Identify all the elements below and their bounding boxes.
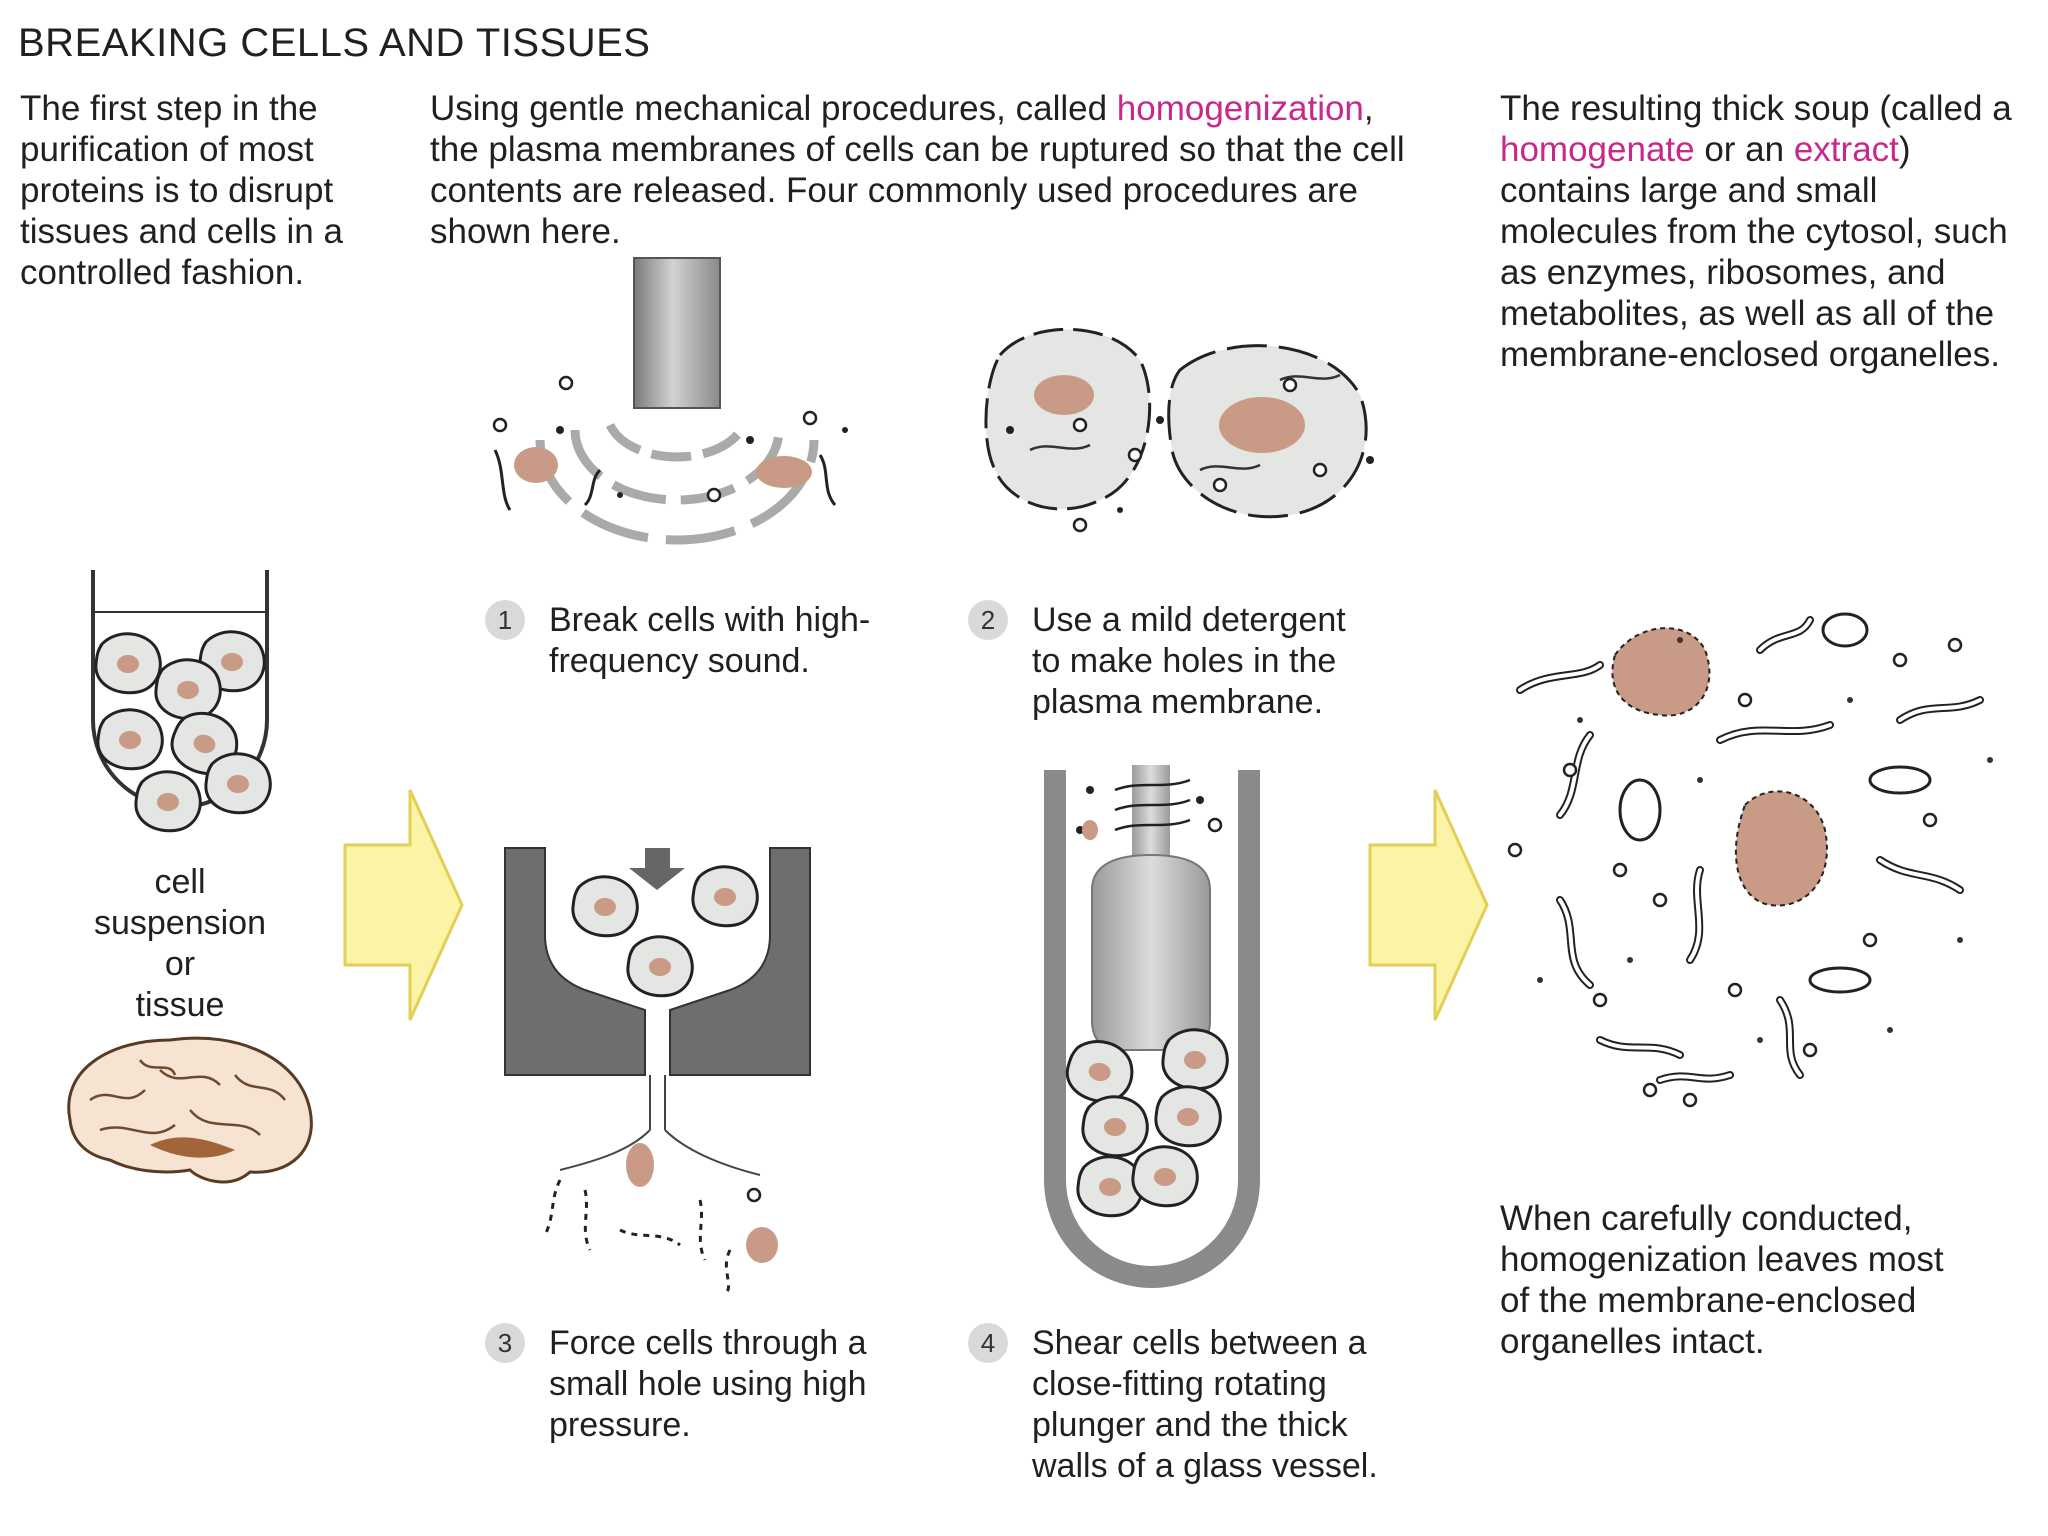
step-4: 4 Shear cells between a close-fitting ro…	[968, 1323, 1387, 1487]
step-3: 3 Force cells through a small hole using…	[485, 1323, 879, 1446]
homogenate-term: homogenate	[1500, 130, 1695, 169]
result-text-pre: The resulting thick soup (called a	[1500, 89, 2012, 128]
step-number-badge: 3	[485, 1323, 525, 1363]
step-2: 2 Use a mild detergent to make holes in …	[968, 600, 1362, 723]
cell-label-line: or	[164, 945, 196, 983]
step-1: 1 Break cells with high-frequency sound.	[485, 600, 879, 682]
rotating-plunger-icon	[1044, 765, 1260, 1288]
cell-label-line: cell	[154, 863, 206, 901]
extract-term: extract	[1793, 130, 1899, 169]
middle-text-post: , the plasma membranes of cells can be r…	[430, 89, 1405, 251]
detergent-cells-icon	[984, 327, 1374, 533]
homogenization-term: homogenization	[1116, 89, 1364, 128]
sonicator-icon	[492, 257, 848, 545]
step-number-badge: 1	[485, 600, 525, 640]
cell-label-line: tissue	[135, 986, 225, 1024]
result-text: The resulting thick soup (called a homog…	[1500, 88, 2030, 375]
right-arrow-icon	[1368, 789, 1489, 1021]
cell-suspension-label: cell suspension or tissue	[60, 862, 300, 1026]
test-tube-icon	[91, 570, 272, 833]
step-description: Break cells with high-frequency sound.	[549, 601, 871, 680]
result-text-post: ) contains large and small molecules fro…	[1500, 130, 2008, 374]
homogenate-icon	[1502, 592, 2038, 1128]
step-number-badge: 2	[968, 600, 1008, 640]
intro-text: The first step in the purification of mo…	[20, 89, 343, 292]
conclusion-text: When carefully conducted, homogenization…	[1500, 1199, 1944, 1361]
pressure-press-icon	[504, 847, 811, 1297]
right-arrow-icon	[343, 789, 464, 1021]
page-title: BREAKING CELLS AND TISSUES	[18, 21, 651, 65]
step-number-badge: 4	[968, 1323, 1008, 1363]
cell-label-line: suspension	[93, 904, 266, 942]
result-text-mid: or an	[1694, 130, 1794, 169]
step-description: Force cells through a small hole using h…	[549, 1324, 867, 1444]
middle-text-pre: Using gentle mechanical procedures, call…	[430, 89, 1117, 128]
brain-icon	[67, 1036, 313, 1184]
middle-text: Using gentle mechanical procedures, call…	[430, 88, 1410, 252]
step-description: Shear cells between a close-fitting rota…	[1032, 1324, 1378, 1485]
step-description: Use a mild detergent to make holes in th…	[1032, 601, 1346, 721]
